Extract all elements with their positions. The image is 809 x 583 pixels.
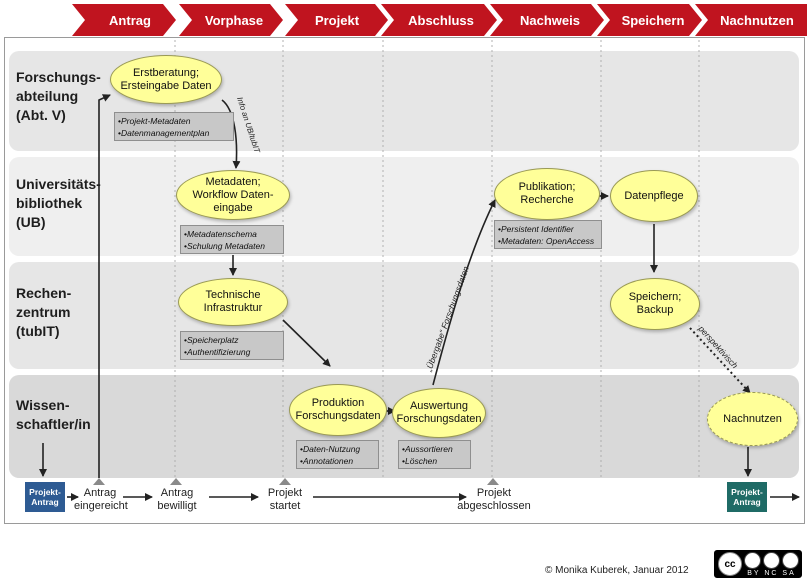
node-metadaten: Metadaten; Workflow Daten- eingabe — [176, 170, 290, 220]
milestone-antrag-bewilligt: Antrag bewilligt — [157, 487, 197, 512]
node-produktion: Produktion Forschungsdaten — [289, 384, 387, 436]
node-technische-infrastruktur: Technische Infrastruktur — [178, 278, 288, 326]
arrow-erstberatung-to-metadaten — [221, 99, 241, 169]
note-item: Aussortieren — [402, 443, 467, 455]
milestone-marker-3 — [279, 478, 291, 485]
phase-chevrons — [72, 4, 807, 36]
edge-label-perspektivisch: perspektivisch — [696, 323, 740, 371]
edge-label-uebergabe: „Übergabe“ Forschungsdaten — [423, 265, 471, 374]
badge-projekt-antrag-end: Projekt- Antrag — [727, 482, 767, 512]
phase-label-nachweis: Nachweis — [520, 12, 580, 28]
milestone-antrag-eingereicht: Antrag eingereicht — [74, 487, 128, 512]
note-publikation: Persistent Identifier Metadaten: OpenAcc… — [494, 220, 602, 249]
lane-label-forschung: Forschungs- abteilung (Abt. V) — [16, 69, 101, 123]
note-erstberatung: Projekt-Metadaten Datenmanagementplan — [114, 112, 234, 141]
sa-icon — [782, 551, 799, 569]
copyright-notice: © Monika Kuberek, Januar 2012 — [545, 565, 689, 576]
node-speichern: Speichern; Backup — [610, 278, 700, 330]
node-datenpflege: Datenpflege — [610, 170, 698, 222]
lane-label-wiss: Wissen- schaftler/in — [16, 397, 91, 432]
note-item: Daten-Nutzung — [300, 443, 375, 455]
arrow-technische-to-produktion — [282, 319, 331, 367]
phase-chevron-vorphase — [179, 4, 283, 36]
phase-label-abschluss: Abschluss — [408, 12, 474, 28]
note-item: Projekt-Metadaten — [118, 115, 230, 127]
lane-label-ub: Universitäts- bibliothek (UB) — [16, 176, 101, 230]
node-publikation: Publikation; Recherche — [494, 168, 600, 220]
phase-chevron-nachnutzen — [695, 4, 807, 36]
phase-chevron-speichern — [597, 4, 702, 36]
phase-chevron-projekt — [285, 4, 388, 36]
note-auswertung: Aussortieren Löschen — [398, 440, 471, 469]
phase-label-projekt: Projekt — [314, 12, 360, 28]
license-terms: BY NC SA — [747, 569, 796, 577]
edge-label-info: Info an UB/tubIT — [235, 96, 262, 155]
phase-label-speichern: Speichern — [621, 12, 685, 28]
note-item: Datenmanagementplan — [118, 127, 230, 139]
note-item: Authentifizierung — [184, 346, 280, 358]
nc-icon — [763, 551, 780, 569]
phase-chevron-nachweis — [490, 4, 604, 36]
phase-chevron-antrag — [72, 4, 176, 36]
node-nachnutzen: Nachnutzen — [707, 392, 798, 446]
note-produktion: Daten-Nutzung Annotationen — [296, 440, 379, 469]
note-metadaten: Metadatenschema Schulung Metadaten — [180, 225, 284, 254]
note-technische: Speicherplatz Authentifizierung — [180, 331, 284, 360]
note-item: Löschen — [402, 455, 467, 467]
milestone-projekt-abgeschlossen: Projekt abgeschlossen — [457, 487, 531, 512]
node-auswertung: Auswertung Forschungsdaten — [392, 388, 486, 438]
note-item: Metadaten: OpenAccess — [498, 235, 598, 247]
note-item: Annotationen — [300, 455, 375, 467]
lane-label-rz: Rechen- zentrum (tubIT) — [16, 285, 72, 339]
phase-chevron-abschluss — [381, 4, 497, 36]
cc-license-badge: cc BY NC SA — [714, 550, 802, 578]
note-item: Speicherplatz — [184, 334, 280, 346]
arrow-auswertung-to-publikation — [432, 199, 496, 386]
arrow-antrag-to-erstberatung — [98, 94, 111, 478]
cc-icon: cc — [718, 552, 742, 576]
by-icon — [744, 551, 761, 569]
phase-label-antrag: Antrag — [109, 12, 151, 28]
note-item: Metadatenschema — [184, 228, 280, 240]
milestone-marker-1 — [93, 478, 105, 485]
milestone-projekt-startet: Projekt startet — [267, 487, 303, 512]
note-item: Schulung Metadaten — [184, 240, 280, 252]
phase-label-vorphase: Vorphase — [204, 12, 264, 28]
note-item: Persistent Identifier — [498, 223, 598, 235]
node-erstberatung: Erstberatung; Ersteingabe Daten — [110, 55, 222, 104]
milestone-marker-4 — [487, 478, 499, 485]
badge-projekt-antrag-start: Projekt- Antrag — [25, 482, 65, 512]
milestone-marker-2 — [170, 478, 182, 485]
phase-label-nachnutzen: Nachnutzen — [720, 12, 794, 28]
